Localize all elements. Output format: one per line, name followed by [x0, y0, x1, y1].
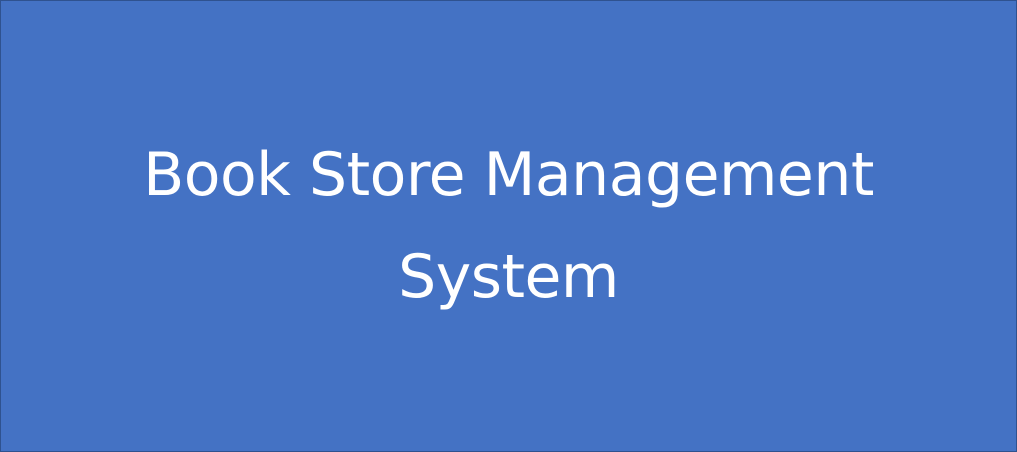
- title-text: Book Store Management System: [143, 140, 874, 312]
